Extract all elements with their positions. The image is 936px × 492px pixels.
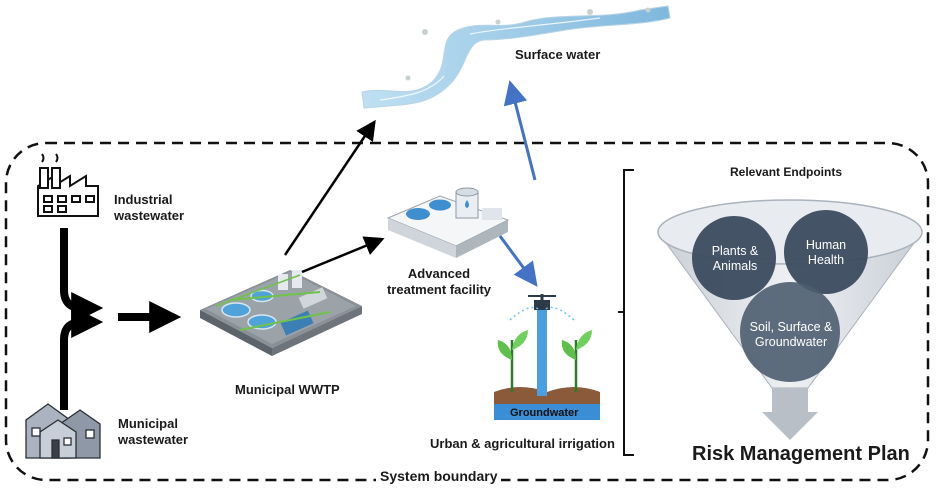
blue-arrows <box>498 80 538 287</box>
system-boundary-label: System boundary <box>376 468 502 484</box>
source-arrows <box>60 228 182 410</box>
wwtp-arrows <box>283 119 385 274</box>
endpoint-circle-human <box>784 210 868 294</box>
factory-icon <box>37 153 99 217</box>
municipal-label: Municipal wastewater <box>118 416 189 447</box>
relevant-endpoints-label: Relevant Endpoints <box>730 165 843 179</box>
endpoint-soil-text: Soil, Surface & Groundwater <box>749 320 833 349</box>
wwtp-label: Municipal WWTP <box>235 382 340 397</box>
houses-icon <box>25 403 101 459</box>
endpoint-circle-soil <box>740 282 840 382</box>
endpoint-plants-text: Plants & Animals <box>711 244 759 273</box>
risk-funnel <box>657 199 923 440</box>
endpoint-human-text: Human Health <box>805 238 847 267</box>
advanced-label: Advanced treatment facility <box>386 266 492 297</box>
risk-plan-label: Risk Management Plan <box>692 443 910 465</box>
endpoints-bracket <box>618 169 634 456</box>
surface-water-label: Surface water <box>515 47 601 62</box>
irrigation-label: Urban & agricultural irrigation <box>430 436 615 451</box>
irrigation-icon <box>494 294 600 420</box>
river-icon <box>361 5 671 109</box>
endpoint-circle-plants <box>692 216 776 300</box>
groundwater-tag: Groundwater <box>510 407 579 419</box>
industrial-label: Industrial wastewater <box>114 192 185 223</box>
wwtp-plant-icon <box>200 270 362 356</box>
advanced-facility-icon <box>386 187 510 258</box>
